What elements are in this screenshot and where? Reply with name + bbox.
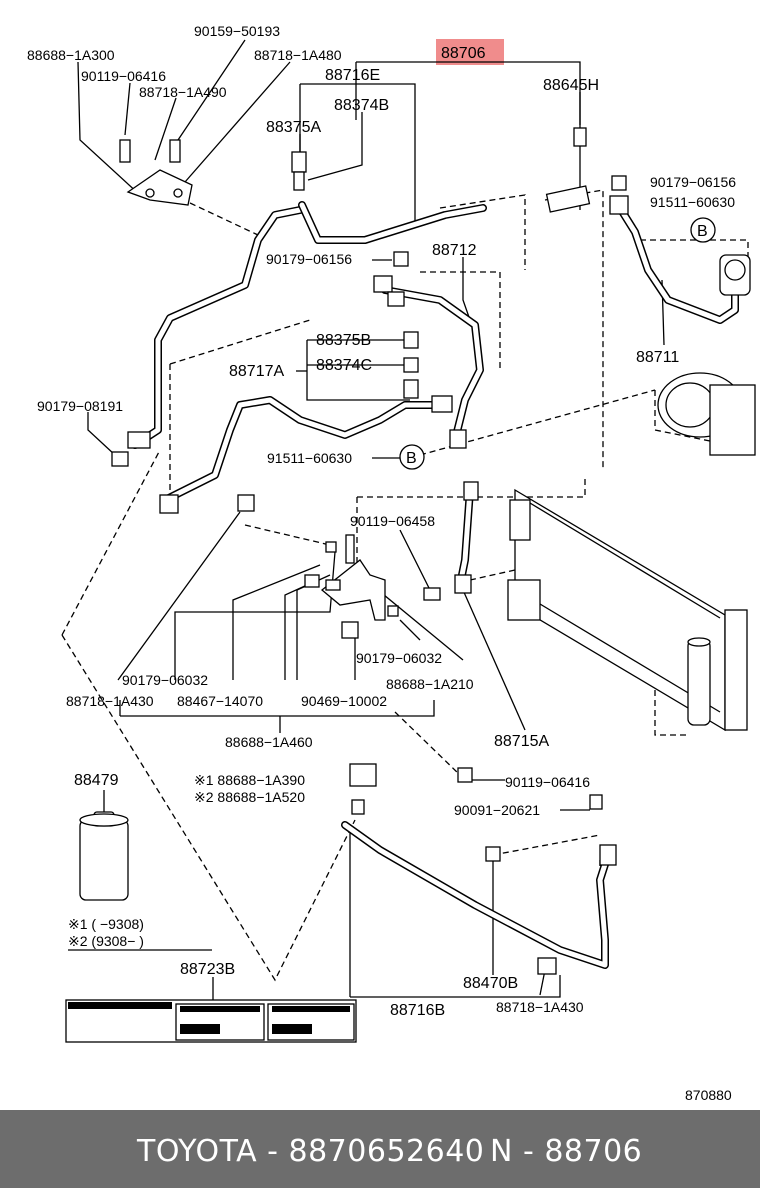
- label-90119-06458: 90119−06458: [350, 513, 435, 529]
- label-90119-06416-lower: 90119−06416: [505, 774, 590, 790]
- label-90179-06156: 90179−06156: [266, 251, 352, 267]
- part-labels: 90159−50193 88688−1A300 88718−1A480 8870…: [27, 23, 736, 1103]
- label-88718-1A490: 88718−1A490: [139, 84, 227, 100]
- label-90179-06032-left: 90179−06032: [122, 672, 208, 688]
- highlight-box: [436, 39, 504, 65]
- label-88688-1A520: ※2 88688−1A520: [194, 789, 305, 805]
- footer-bar: TOYOTA - 8870652640 N - 88706: [0, 1110, 760, 1188]
- leader-lines: [68, 39, 665, 1000]
- label-90179-08191: 90179−08191: [37, 398, 123, 414]
- label-88716E: 88716E: [325, 67, 380, 84]
- label-91511-60630-top: 91511−60630: [650, 194, 735, 210]
- label-88375A: 88375A: [266, 119, 321, 136]
- fittings: [65, 127, 756, 1043]
- label-range-1: ※1 ( −9308): [68, 916, 144, 932]
- label-88688-1A460: 88688−1A460: [225, 734, 313, 750]
- label-90179-06032-right: 90179−06032: [356, 650, 442, 666]
- circle-b: [399, 444, 425, 470]
- label-88375B: 88375B: [316, 332, 371, 349]
- label-range-2: ※2 (9308− ): [68, 933, 144, 949]
- label-88717A: 88717A: [229, 363, 284, 380]
- label-88374B: 88374B: [334, 97, 389, 114]
- label-circle-b: B: [406, 450, 417, 467]
- footer-ref-number: N - 88706: [490, 1134, 643, 1169]
- label-88718-1A430: 88718−1A430: [66, 693, 154, 709]
- label-88467-14070: 88467−14070: [177, 693, 263, 709]
- label-88706: 88706: [441, 45, 486, 62]
- label-90091-20621: 90091−20621: [454, 802, 540, 818]
- label-88718-1A430-lower: 88718−1A430: [496, 999, 584, 1015]
- circle-b-top: [690, 217, 716, 243]
- label-88470B: 88470B: [463, 975, 518, 992]
- label-90469-10002: 90469−10002: [301, 693, 387, 709]
- label-90179-06156-top: 90179−06156: [650, 174, 736, 190]
- figure-number: 870880: [685, 1087, 732, 1103]
- label-88688-1A300: 88688−1A300: [27, 47, 115, 63]
- footer-part-number: TOYOTA - 8870652640: [137, 1134, 485, 1169]
- label-88645H: 88645H: [543, 77, 599, 94]
- label-88688-1A390: ※1 88688−1A390: [194, 772, 305, 788]
- label-circle-b-top: B: [697, 223, 708, 240]
- parts-diagram: 90159−50193 88688−1A300 88718−1A480 8870…: [27, 23, 756, 1103]
- pipes: [131, 201, 739, 969]
- label-88374C: 88374C: [316, 357, 372, 374]
- label-88715A: 88715A: [494, 733, 549, 750]
- label-90119-06416: 90119−06416: [81, 68, 166, 84]
- label-88716B: 88716B: [390, 1002, 445, 1019]
- label-88479: 88479: [74, 772, 119, 789]
- label-88723B: 88723B: [180, 961, 235, 978]
- label-88718-1A480: 88718−1A480: [254, 47, 342, 63]
- label-88688-1A210: 88688−1A210: [386, 676, 474, 692]
- label-88711: 88711: [636, 349, 679, 366]
- label-90159-50193: 90159−50193: [194, 23, 280, 39]
- label-88712: 88712: [432, 242, 477, 259]
- label-91511-60630: 91511−60630: [267, 450, 352, 466]
